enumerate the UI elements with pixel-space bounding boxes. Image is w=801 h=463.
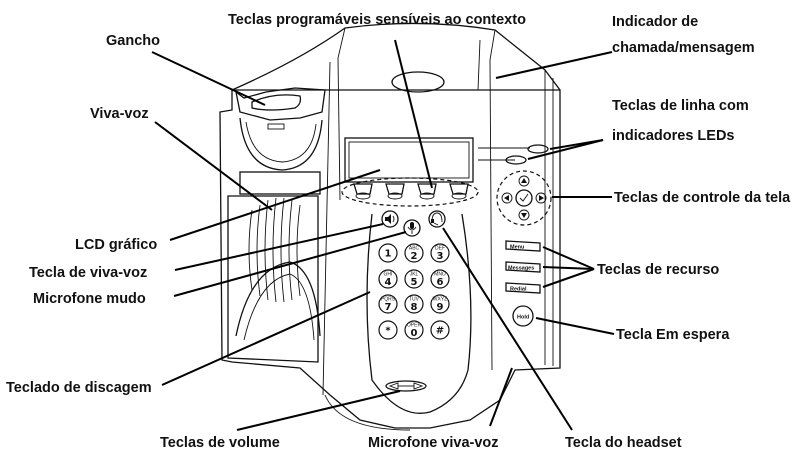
- soft-key-4[interactable]: [449, 183, 469, 200]
- soft-key-3[interactable]: [417, 183, 437, 200]
- line-keys: [478, 144, 549, 165]
- label-teclas-programaveis: Teclas programáveis sensíveis ao context…: [228, 12, 526, 28]
- dial-key-letters: OPER: [407, 323, 422, 329]
- callout-labels: Gancho Teclas programáveis sensíveis ao …: [6, 12, 791, 451]
- dial-key-letters: TUV: [409, 297, 420, 303]
- soft-key-2[interactable]: [385, 183, 405, 200]
- phone-body: [219, 22, 561, 431]
- speaker-icon: [385, 214, 395, 224]
- volume-keys[interactable]: [385, 380, 427, 392]
- headset-key[interactable]: [428, 210, 446, 228]
- dial-key-letters: PQRS: [381, 297, 396, 303]
- nav-left-key[interactable]: [501, 192, 513, 204]
- soft-key-1[interactable]: [353, 183, 373, 200]
- label-indicador-linha2: chamada/mensagem: [612, 40, 755, 56]
- menu-button[interactable]: Menu: [505, 240, 541, 252]
- dial-key-letters: MNO: [434, 272, 446, 278]
- dial-key[interactable]: 1: [378, 243, 398, 263]
- dial-key-letters: DEF: [435, 246, 445, 252]
- hold-button[interactable]: Hold: [512, 305, 534, 327]
- redial-button-label: Redial: [510, 287, 527, 293]
- messages-button-label: Messages: [508, 266, 534, 272]
- chevron-right-icon: [539, 195, 544, 201]
- chevron-left-icon: [504, 195, 509, 201]
- dial-key-digit: 8: [411, 302, 418, 313]
- label-teclado: Teclado de discagem: [6, 380, 152, 396]
- menu-button-label: Menu: [510, 245, 524, 251]
- check-icon: [519, 193, 529, 202]
- label-tecla-headset: Tecla do headset: [565, 435, 682, 451]
- dial-key-digit: 7: [385, 302, 392, 313]
- dial-key-digit: 4: [385, 277, 392, 288]
- hold-button-label: Hold: [517, 315, 529, 321]
- chevron-up-icon: [521, 178, 527, 183]
- dial-key-digit: 2: [411, 251, 418, 262]
- dial-key[interactable]: #: [430, 320, 450, 340]
- dial-key-digit: 0: [411, 328, 418, 339]
- label-microfone-viva-voz: Microfone viva-voz: [368, 435, 499, 451]
- label-microfone-mudo: Microfone mudo: [33, 291, 146, 307]
- label-tecla-espera: Tecla Em espera: [616, 327, 730, 343]
- label-tecla-viva-voz: Tecla de viva-voz: [29, 265, 147, 281]
- dial-key-digit: *: [385, 326, 391, 337]
- label-indicador-linha1: Indicador de: [612, 14, 698, 30]
- nav-select-key[interactable]: [515, 189, 533, 207]
- speaker-key[interactable]: [381, 210, 399, 228]
- nav-down-key[interactable]: [518, 209, 530, 221]
- line-key-1[interactable]: [527, 144, 549, 154]
- dial-key-letters: GHI: [384, 272, 393, 278]
- dial-key-digit: 5: [411, 277, 418, 288]
- nav-right-key[interactable]: [535, 192, 547, 204]
- label-lcd: LCD gráfico: [75, 237, 157, 253]
- keypad-area: [366, 213, 472, 414]
- dial-key[interactable]: *: [378, 320, 398, 340]
- dial-key-letters: WXYZ: [433, 297, 447, 303]
- dial-key-letters: ABC: [409, 246, 420, 252]
- label-teclas-volume: Teclas de volume: [160, 435, 280, 451]
- dial-key-letters: JKL: [410, 272, 419, 278]
- leader-lines: [151, 39, 615, 431]
- mute-key[interactable]: [403, 219, 421, 237]
- dial-key-digit: 6: [437, 277, 444, 288]
- soft-keys: [341, 177, 479, 207]
- chevron-down-icon: [521, 213, 527, 218]
- microphone-icon: [407, 222, 417, 234]
- headset-icon: [431, 212, 443, 226]
- redial-button[interactable]: Redial: [505, 282, 541, 294]
- soft-keys-outline: [341, 177, 479, 207]
- feature-keys: Menu Messages Redial Hold: [505, 240, 541, 327]
- label-teclas-linha-linha1: Teclas de linha com: [612, 98, 749, 114]
- label-viva-voz: Viva-voz: [90, 106, 149, 122]
- label-teclas-linha-linha2: indicadores LEDs: [612, 128, 734, 144]
- label-teclas-recurso: Teclas de recurso: [597, 262, 719, 278]
- label-teclas-controle: Teclas de controle da tela: [614, 190, 791, 206]
- dial-key-digit: 1: [385, 249, 392, 260]
- label-gancho: Gancho: [106, 33, 160, 49]
- handset-cradle: [227, 87, 326, 363]
- messages-button[interactable]: Messages: [505, 261, 541, 273]
- navigation-keys: [496, 170, 552, 226]
- line-key-2[interactable]: [505, 155, 527, 165]
- dial-key-digit: #: [436, 326, 444, 337]
- dial-key-digit: 9: [437, 302, 444, 313]
- dial-key-digit: 3: [437, 251, 444, 262]
- nav-up-key[interactable]: [518, 175, 530, 187]
